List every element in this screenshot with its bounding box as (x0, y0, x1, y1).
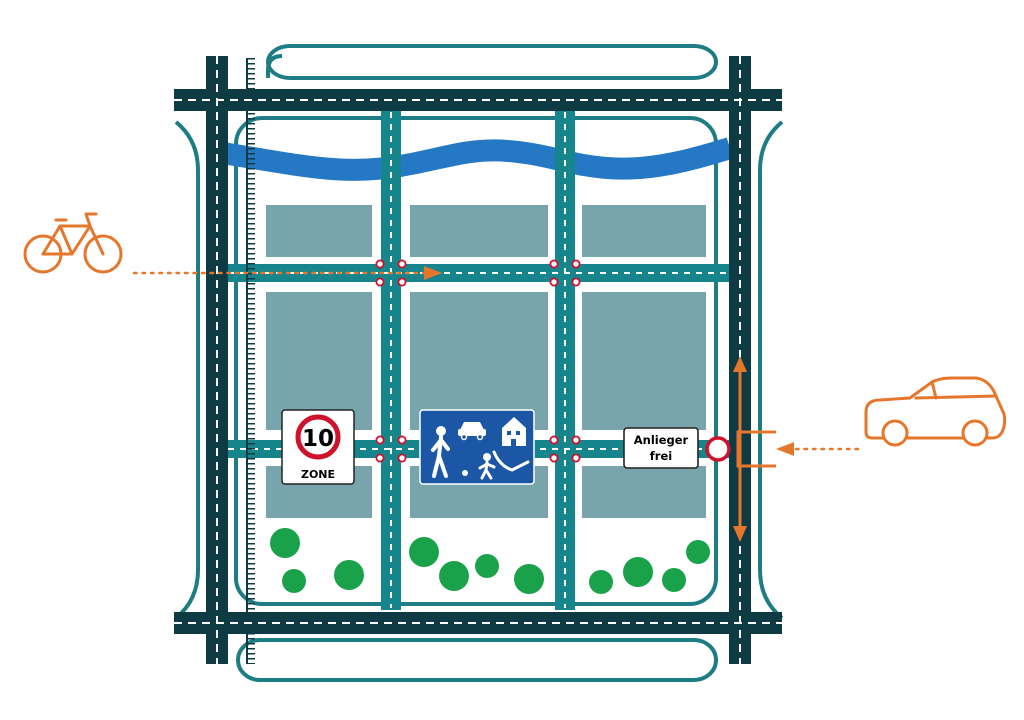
speed-limit-value: 10 (302, 426, 334, 452)
play-street-sign-icon (419, 409, 535, 485)
rail-track (246, 58, 255, 664)
bicycle-icon (23, 212, 123, 274)
outer-block-outlines (174, 44, 784, 682)
residents-only-line2: frei (650, 449, 672, 463)
residents-only-line1: Anlieger (634, 433, 689, 447)
main-road-two-way-arrow (733, 356, 747, 542)
entry-gate (736, 430, 776, 468)
car-icon (864, 376, 1007, 447)
buildings (266, 205, 706, 518)
main-roads (174, 56, 782, 664)
river (214, 137, 734, 181)
trees (270, 528, 710, 594)
speed-limit-zone-label: ZONE (301, 468, 335, 481)
car-route (776, 442, 860, 456)
district-block-outline (234, 116, 718, 606)
speed-limit-zone-sign: 10 ZONE (281, 409, 355, 485)
bicycle-route (132, 266, 442, 280)
prohibition-circle-icon (705, 436, 731, 462)
residents-only-sign: Anlieger frei (623, 427, 699, 469)
intersection-markers (375, 259, 581, 463)
